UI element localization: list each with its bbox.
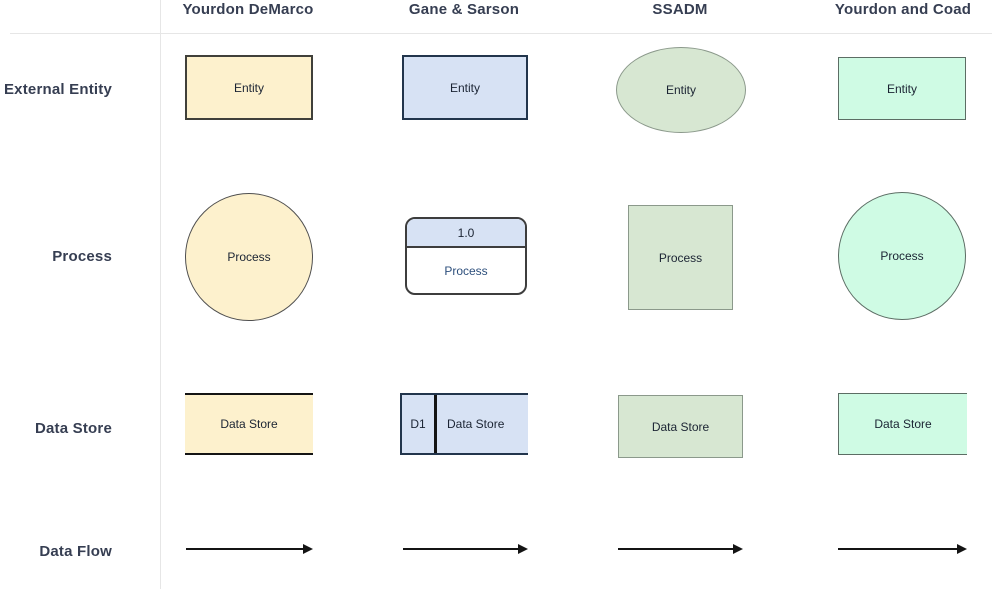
row-label-data-store: Data Store	[34, 420, 112, 437]
shape-label: Entity	[233, 80, 264, 95]
ssadm-process-square: Process	[628, 205, 733, 310]
yourdon-coad-data-flow-arrow	[838, 544, 967, 554]
row-label-process: Process	[52, 248, 112, 265]
ssadm-data-flow-arrow	[618, 544, 743, 554]
gane-sarson-process-rounded-rectangle: 1.0 Process	[405, 217, 527, 295]
row-label-external-entity: External Entity	[3, 81, 112, 98]
process-body: Process	[407, 248, 525, 293]
data-store-name-compartment: Data Store	[437, 395, 528, 453]
shape-label: Data Store	[220, 417, 278, 431]
data-store-id-compartment: D1	[402, 395, 437, 453]
shape-label: Entity	[665, 83, 696, 97]
shape-label: Entity	[449, 80, 480, 95]
shape-label: Process	[658, 250, 703, 265]
shape-label: Process	[227, 250, 271, 264]
yourdon-coad-process-circle: Process	[838, 192, 966, 320]
yourdon-coad-data-store-open-rectangle: Data Store	[838, 393, 967, 455]
row-label-data-flow: Data Flow	[39, 543, 112, 560]
column-header-ssadm: SSADM	[652, 1, 708, 18]
process-number-label: 1.0	[457, 225, 475, 240]
column-header-yourdon-and-coad: Yourdon and Coad	[834, 1, 972, 18]
data-store-id-label: D1	[410, 417, 426, 431]
yourdon-demarco-process-circle: Process	[185, 193, 313, 321]
shape-label: Process	[444, 263, 488, 278]
yourdon-coad-entity-rectangle: Entity	[838, 57, 966, 120]
row-label-column-divider	[160, 0, 161, 589]
shape-label: Data Store	[874, 417, 932, 431]
yourdon-demarco-data-flow-arrow	[186, 544, 313, 554]
yourdon-demarco-data-store-open-rectangle: Data Store	[185, 393, 313, 455]
gane-sarson-entity-rectangle: Entity	[402, 55, 528, 120]
yourdon-demarco-entity-rectangle: Entity	[185, 55, 313, 120]
shape-label: Process	[880, 249, 924, 263]
shape-label: Data Store	[447, 417, 505, 431]
column-header-yourdon-demarco: Yourdon DeMarco	[182, 1, 314, 18]
gane-sarson-data-store-rectangle: D1 Data Store	[400, 393, 528, 455]
shape-label: Data Store	[651, 419, 710, 434]
gane-sarson-data-flow-arrow	[403, 544, 528, 554]
column-header-gane-sarson: Gane & Sarson	[408, 1, 520, 18]
header-row-divider	[10, 33, 992, 34]
ssadm-data-store-rectangle: Data Store	[618, 395, 743, 458]
shape-label: Entity	[886, 81, 917, 96]
ssadm-entity-ellipse: Entity	[616, 47, 746, 133]
process-number-band: 1.0	[407, 219, 525, 248]
